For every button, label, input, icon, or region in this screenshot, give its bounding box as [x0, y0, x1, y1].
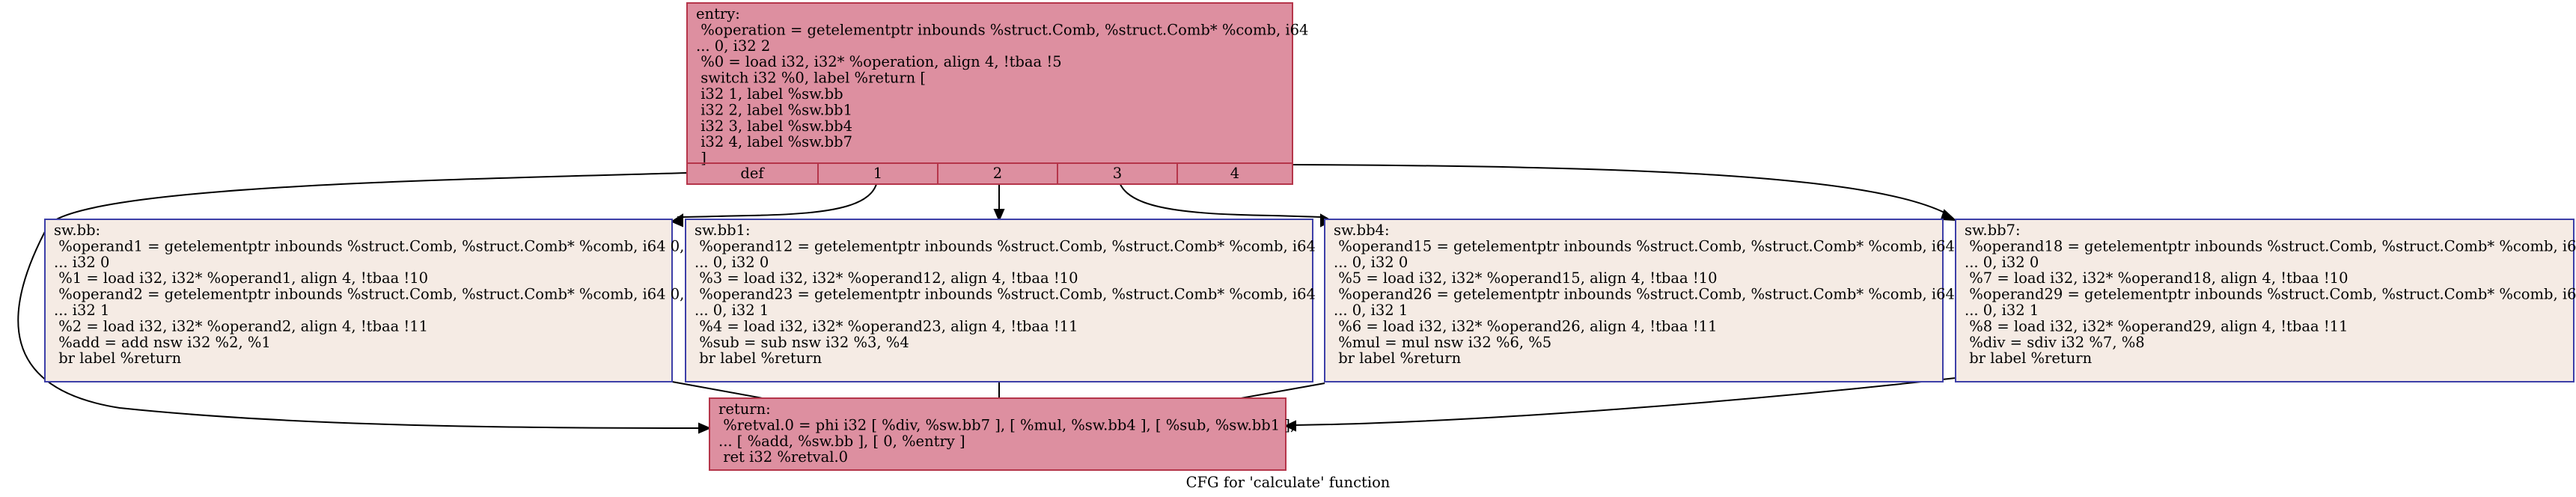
- node-sw-bb: sw.bb: %operand1 = getelementptr inbound…: [44, 219, 684, 382]
- edge-entry-1-to-sw-bb-arrowhead: [670, 213, 683, 228]
- node-sw-bb4-box: [1324, 219, 1944, 382]
- code-line: br label %return: [54, 350, 182, 367]
- code-line: %5 = load i32, i32* %operand15, align 4,…: [1334, 269, 1717, 287]
- edge-sw-bb7-to-return: [1294, 377, 1956, 426]
- code-line: %operand15 = getelementptr inbounds %str…: [1334, 237, 1955, 254]
- node-return: return: %retval.0 = phi i32 [ %div, %sw.…: [709, 397, 1295, 471]
- node-sw-bb-text: sw.bb: %operand1 = getelementptr inbound…: [54, 222, 684, 367]
- code-line: ]: [696, 150, 706, 167]
- node-sw-bb-box: [44, 219, 673, 382]
- edge-entry-2-to-sw-bb1-arrowhead: [993, 209, 1005, 222]
- code-line: i32 2, label %sw.bb1: [696, 101, 852, 118]
- code-line: %add = add nsw i32 %2, %1: [54, 334, 271, 351]
- node-sw-bb7-box: [1955, 219, 2575, 382]
- code-line: sw.bb7:: [1965, 222, 2021, 239]
- node-entry-port-3: 3: [1113, 165, 1122, 182]
- code-line: ... 0, i32 2: [696, 37, 770, 55]
- code-line: %operand12 = getelementptr inbounds %str…: [695, 237, 1316, 254]
- code-line: %1 = load i32, i32* %operand1, align 4, …: [54, 269, 428, 287]
- node-sw-bb7: sw.bb7: %operand18 = getelementptr inbou…: [1955, 219, 2576, 382]
- code-line: sw.bb4:: [1334, 222, 1390, 239]
- node-return-text: return: %retval.0 = phi i32 [ %div, %sw.…: [718, 400, 1295, 466]
- code-line: %8 = load i32, i32* %operand29, align 4,…: [1965, 317, 2348, 335]
- code-line: switch i32 %0, label %return [: [696, 70, 926, 87]
- code-line: ... 0, i32 0: [1965, 254, 2039, 271]
- code-line: ... 0, i32 1: [1965, 302, 2039, 319]
- graph-caption: CFG for 'calculate' function: [1186, 474, 1391, 491]
- code-line: %div = sdiv i32 %7, %8: [1965, 334, 2145, 351]
- edge-entry-def-to-return-arrowhead: [698, 422, 712, 434]
- code-line: %operand23 = getelementptr inbounds %str…: [695, 286, 1316, 303]
- node-entry-port-2: 2: [993, 165, 1002, 182]
- code-line: %2 = load i32, i32* %operand2, align 4, …: [54, 317, 428, 335]
- code-line: return:: [718, 400, 771, 418]
- edge-sw-bb7-to-return-arrowhead: [1284, 420, 1296, 432]
- edge-entry-3-to-sw-bb4: [1117, 172, 1325, 218]
- code-line: %operation = getelementptr inbounds %str…: [696, 21, 1308, 38]
- code-line: ... i32 0: [54, 254, 109, 271]
- code-line: br label %return: [695, 350, 822, 367]
- code-line: sw.bb:: [54, 222, 100, 239]
- code-line: sw.bb1:: [695, 222, 751, 239]
- code-line: ... [ %add, %sw.bb ], [ 0, %entry ]: [718, 433, 965, 450]
- node-sw-bb4-text: sw.bb4: %operand15 = getelementptr inbou…: [1334, 222, 1955, 367]
- code-line: %7 = load i32, i32* %operand18, align 4,…: [1965, 269, 2348, 287]
- code-line: entry:: [696, 5, 740, 22]
- code-line: %operand26 = getelementptr inbounds %str…: [1334, 286, 1955, 303]
- code-line: i32 4, label %sw.bb7: [696, 133, 852, 150]
- code-line: i32 3, label %sw.bb4: [696, 118, 852, 135]
- node-entry-text: entry: %operation = getelementptr inboun…: [696, 5, 1308, 167]
- node-entry-box: [686, 2, 1293, 185]
- edge-entry-1-to-sw-bb: [677, 172, 879, 218]
- node-sw-bb1-text: sw.bb1: %operand12 = getelementptr inbou…: [695, 222, 1316, 367]
- node-entry-port-4: 4: [1230, 165, 1239, 182]
- code-line: ... 0, i32 1: [695, 302, 769, 319]
- node-sw-bb4: sw.bb4: %operand15 = getelementptr inbou…: [1324, 219, 1955, 382]
- code-line: i32 1, label %sw.bb: [696, 85, 843, 103]
- code-line: br label %return: [1965, 350, 2093, 367]
- code-line: %3 = load i32, i32* %operand12, align 4,…: [695, 269, 1078, 287]
- node-entry-port-def: def: [740, 165, 765, 182]
- code-line: %mul = mul nsw i32 %6, %5: [1334, 334, 1551, 351]
- node-return-box: [709, 397, 1287, 471]
- node-sw-bb1-box: [685, 219, 1313, 382]
- code-line: %operand2 = getelementptr inbounds %stru…: [54, 286, 684, 303]
- code-line: %sub = sub nsw i32 %3, %4: [695, 334, 909, 351]
- code-line: %operand18 = getelementptr inbounds %str…: [1965, 237, 2576, 254]
- node-sw-bb1: sw.bb1: %operand12 = getelementptr inbou…: [685, 219, 1316, 382]
- code-line: %6 = load i32, i32* %operand26, align 4,…: [1334, 317, 1717, 335]
- code-line: ret i32 %retval.0: [718, 448, 848, 466]
- code-line: ... 0, i32 0: [1334, 254, 1408, 271]
- code-line: ... 0, i32 1: [1334, 302, 1408, 319]
- code-line: ... 0, i32 0: [695, 254, 769, 271]
- edge-entry-4-to-sw-bb7-arrowhead: [1940, 209, 1957, 222]
- edge-entry-4-to-sw-bb7: [1292, 164, 1947, 214]
- code-line: %4 = load i32, i32* %operand23, align 4,…: [695, 317, 1078, 335]
- code-line: %0 = load i32, i32* %operation, align 4,…: [696, 53, 1062, 70]
- node-sw-bb7-text: sw.bb7: %operand18 = getelementptr inbou…: [1965, 222, 2576, 367]
- code-line: %operand29 = getelementptr inbounds %str…: [1965, 286, 2576, 303]
- code-line: %operand1 = getelementptr inbounds %stru…: [54, 237, 684, 254]
- code-line: ... i32 1: [54, 302, 109, 319]
- node-entry: entry: %operation = getelementptr inboun…: [686, 2, 1308, 185]
- code-line: %retval.0 = phi i32 [ %div, %sw.bb7 ], […: [718, 416, 1295, 433]
- code-line: br label %return: [1334, 350, 1462, 367]
- node-entry-port-1: 1: [873, 165, 882, 182]
- edge-entry-def-to-return: [17, 172, 702, 429]
